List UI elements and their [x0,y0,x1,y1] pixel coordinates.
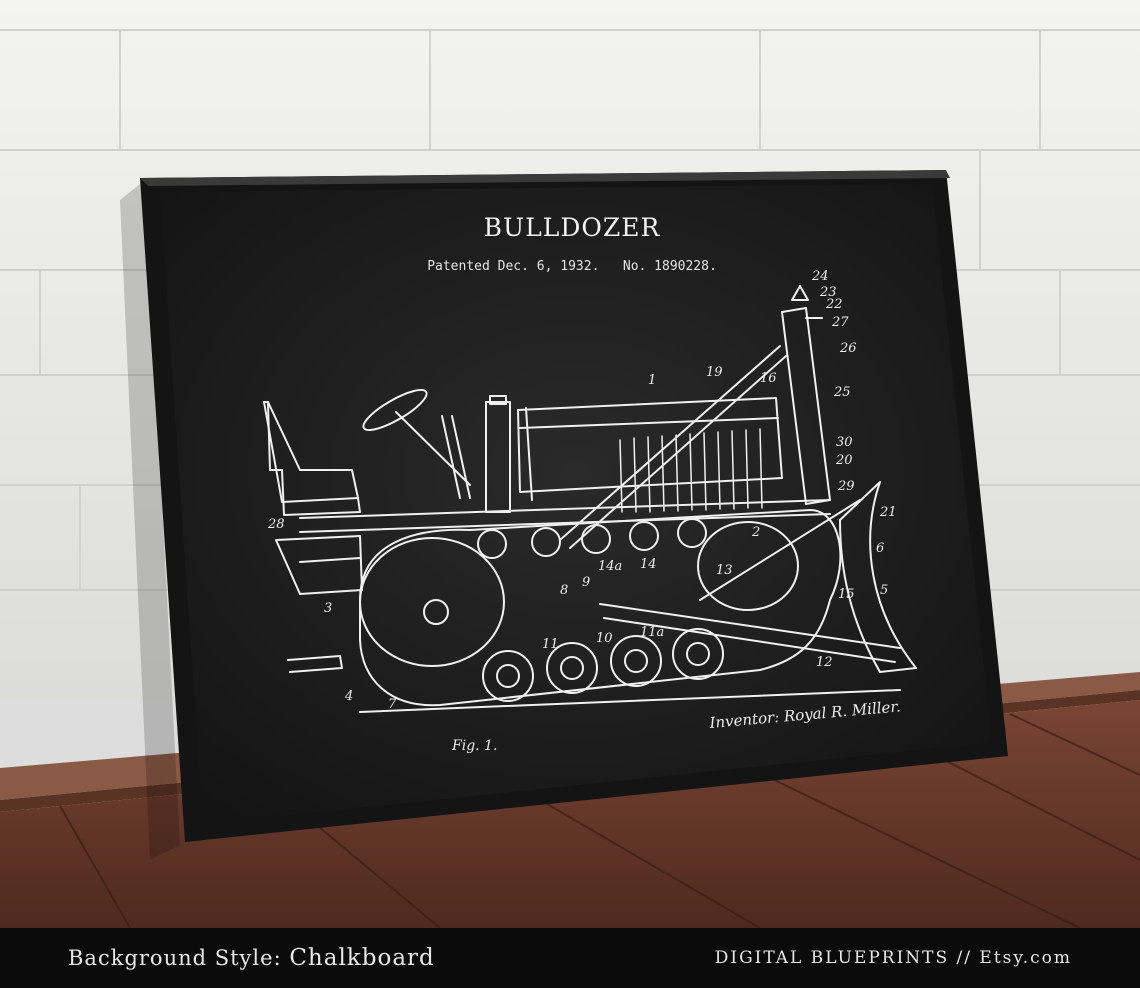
callout: 15 [838,587,855,602]
callout: 19 [706,365,723,380]
callout: 22 [825,297,843,312]
poster-title: BULLDOZER [484,213,661,242]
background-style-label: Background Style: [68,946,282,970]
callout: 10 [596,631,613,646]
callout: 23 [819,285,837,300]
background-style-value: Chalkboard [289,945,435,971]
bulldozer-illustration [263,285,917,713]
callout: 29 [837,479,855,494]
callout: 21 [879,505,897,520]
callout: 30 [836,435,853,450]
callout: 8 [560,583,568,598]
frame-shadow [120,180,180,860]
callout: 14a [598,559,622,574]
background-style-caption: Background Style: Chalkboard [68,928,435,988]
chalkboard-surface [160,184,992,824]
callout: 3 [324,601,332,616]
callout: 11a [640,625,664,640]
caption-bar: Background Style: Chalkboard DIGITAL BLU… [0,928,1140,988]
callout: 16 [760,371,777,386]
callout: 20 [835,453,853,468]
callout: 25 [833,385,851,400]
callout: 6 [876,541,884,556]
brand-caption: DIGITAL BLUEPRINTS // Etsy.com [714,948,1072,968]
callout: 9 [582,575,590,590]
callout: 27 [831,315,849,330]
callout: 26 [839,341,857,356]
callout: 13 [716,563,733,578]
callout: 5 [880,583,888,598]
callout: 1 [648,373,656,388]
callout: 12 [816,655,833,670]
frame-highlight [140,170,950,186]
callout: 4 [344,689,353,704]
poster-subtitle: Patented Dec. 6, 1932. No. 1890228. [427,259,717,274]
callout: 24 [811,269,829,284]
callout: 2 [751,525,760,540]
callout: 14 [640,557,657,572]
figure-label: Fig. 1. [451,738,497,754]
callout-labels: 1 2 3 4 5 6 7 8 9 10 11 11a 12 13 14 14a… [267,269,897,712]
poster-scene: BULLDOZER Patented Dec. 6, 1932. No. 189… [0,0,1140,928]
callout: 28 [267,517,285,532]
callout: 7 [388,697,397,712]
callout: 11 [542,637,559,652]
